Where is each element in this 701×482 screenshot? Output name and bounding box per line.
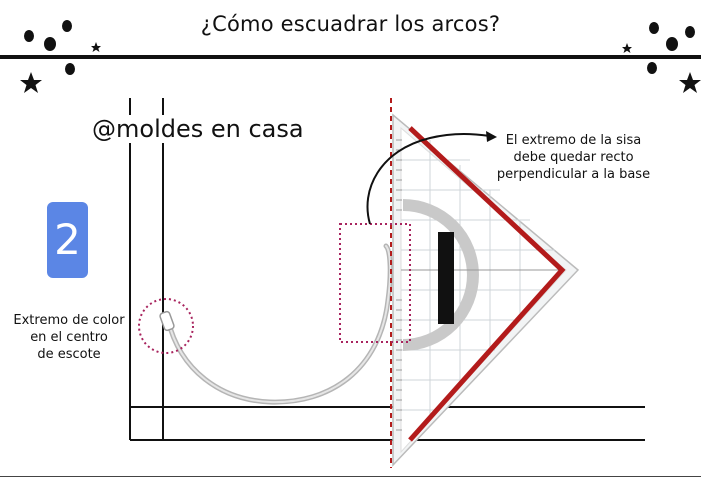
flexible-curve-ruler [165, 243, 393, 405]
pattern-lines [129, 98, 645, 441]
set-square-ruler-icon [392, 113, 580, 467]
right-annotation-line: perpendicular a la base [496, 167, 651, 182]
right-annotation: El extremo de la sisa debe quedar recto … [486, 132, 661, 183]
bottom-divider [0, 476, 701, 477]
highlight-circle [138, 298, 194, 354]
top-divider [0, 55, 701, 59]
dot-decoration-right-icon [647, 22, 695, 74]
star-icon [622, 43, 701, 93]
watermark: @moldes en casa [88, 115, 308, 143]
right-annotation-line: debe quedar recto [513, 150, 634, 165]
right-annotation-line: El extremo de la sisa [505, 133, 642, 148]
left-annotation-line: Extremo de color [13, 313, 125, 328]
step-number-badge: 2 [47, 202, 88, 278]
left-annotation-line: en el centro [30, 330, 108, 345]
highlight-rectangle [339, 223, 411, 343]
left-annotation: Extremo de color en el centro de escote [10, 312, 128, 363]
left-annotation-line: de escote [37, 347, 101, 362]
dot-decoration-left-icon [24, 20, 75, 75]
arrow-icon [366, 131, 497, 225]
star-icon [20, 42, 101, 93]
page-title: ¿Cómo escuadrar los arcos? [200, 12, 501, 36]
